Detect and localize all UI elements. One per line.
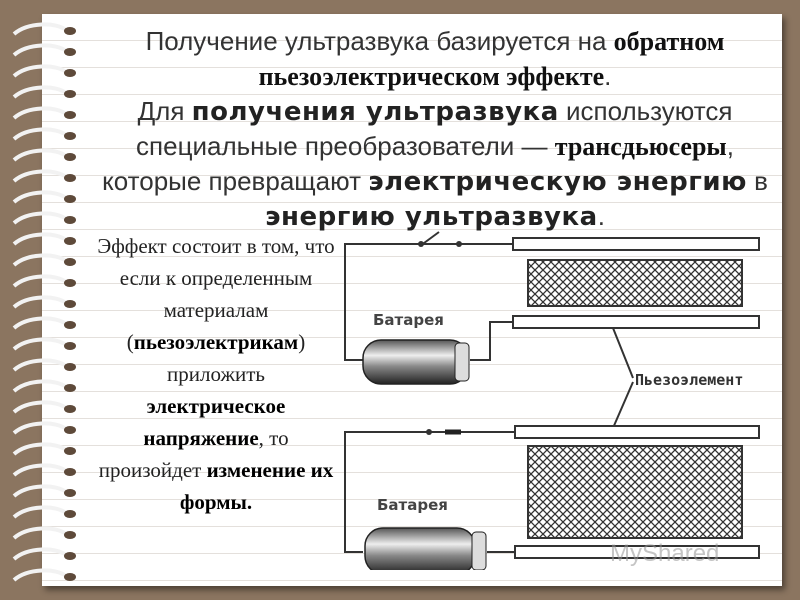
binding-hole — [64, 27, 76, 35]
top-circuit: Батарея — [344, 231, 760, 385]
battery-terminal — [471, 531, 487, 570]
binding-hole — [64, 510, 76, 518]
switch-contact — [418, 241, 424, 247]
binding-ring — [12, 505, 68, 519]
binding-hole — [64, 321, 76, 329]
piezo-diagram: Батарея Пьезоэлемент Батарея — [344, 231, 760, 570]
binding-hole — [64, 258, 76, 266]
binding-ring — [12, 358, 68, 372]
binding-hole — [64, 216, 76, 224]
piezo-crystal-expanded — [527, 445, 743, 539]
binding-ring — [12, 442, 68, 456]
title-bold: пьезоэлектрическом эффекте — [258, 62, 605, 91]
title-text: . — [597, 201, 605, 231]
binding-ring — [12, 484, 68, 498]
piezo-element-label: Пьезоэлемент — [635, 371, 743, 389]
desc-bold: изменение их формы. — [179, 458, 334, 514]
binding-hole — [64, 363, 76, 371]
binding-ring — [12, 400, 68, 414]
binding-ring — [12, 64, 68, 78]
desc-text: , то произойдет — [98, 426, 289, 482]
electrode-plate — [512, 237, 760, 251]
binding-hole — [64, 300, 76, 308]
binding-hole — [64, 426, 76, 434]
binding-hole — [64, 531, 76, 539]
title-text: специальные преобразователи — — [136, 131, 555, 161]
electrode-plate — [514, 545, 760, 559]
title-text: . — [604, 61, 612, 91]
title-text: , — [726, 131, 734, 161]
binding-ring — [12, 127, 68, 141]
title-bold: получения ультразвука — [191, 97, 559, 127]
binding-ring — [12, 337, 68, 351]
binding-ring — [12, 190, 68, 204]
switch-contact — [426, 429, 432, 435]
desc-bold: электрическое напряжение — [143, 394, 286, 450]
desc-bold: пьезоэлектрикам — [133, 330, 299, 354]
binding-ring — [12, 274, 68, 288]
desc-text: ) приложить — [167, 330, 306, 386]
switch-contact — [456, 241, 462, 247]
binding-ring — [12, 22, 68, 36]
battery-label: Батарея — [377, 496, 448, 514]
battery-terminal — [454, 342, 470, 382]
binding-ring — [12, 211, 68, 225]
binding-hole — [64, 132, 76, 140]
electrode-plate — [514, 425, 760, 439]
binding-hole — [64, 279, 76, 287]
binding-ring — [12, 316, 68, 330]
binding-ring — [12, 148, 68, 162]
title-bold: обратном — [613, 27, 725, 56]
binding-ring — [12, 295, 68, 309]
binding-hole — [64, 237, 76, 245]
bottom-circuit: Батарея — [344, 425, 760, 570]
binding-hole — [64, 48, 76, 56]
binding-hole — [64, 111, 76, 119]
title-text: в — [746, 166, 768, 196]
binding-ring — [12, 568, 68, 582]
binding-ring — [12, 253, 68, 267]
binding-ring — [12, 85, 68, 99]
binding-ring — [12, 169, 68, 183]
binding-hole — [64, 384, 76, 392]
binding-hole — [64, 195, 76, 203]
binding-hole — [64, 468, 76, 476]
binding-ring — [12, 232, 68, 246]
label-pointer — [612, 327, 634, 429]
binding-hole — [64, 552, 76, 560]
binding-hole — [64, 174, 76, 182]
slide-title: Получение ультразвука базируется на обра… — [90, 24, 780, 234]
effect-description: Эффект состоит в том, что если к определ… — [96, 230, 336, 518]
title-bold: электрическую энергию — [368, 167, 747, 197]
binding-ring — [12, 43, 68, 57]
title-text: которые превращают — [102, 166, 369, 196]
piezo-crystal — [527, 259, 743, 307]
desc-text: Эффект состоит в том, что если к определ… — [97, 234, 335, 354]
spiral-binding — [12, 22, 76, 582]
binding-ring — [12, 526, 68, 540]
binding-hole — [64, 447, 76, 455]
binding-hole — [64, 342, 76, 350]
binding-hole — [64, 153, 76, 161]
binding-ring — [12, 106, 68, 120]
battery-label: Батарея — [373, 311, 444, 329]
electrode-plate — [512, 315, 760, 329]
binding-hole — [64, 489, 76, 497]
watermark-logo: MyShared — [610, 540, 720, 567]
title-bold: трансдьюсеры — [554, 132, 727, 161]
binding-ring — [12, 547, 68, 561]
battery-icon — [364, 527, 476, 570]
binding-ring — [12, 463, 68, 477]
binding-hole — [64, 405, 76, 413]
title-text: Получение ультразвука базируется на — [145, 26, 614, 56]
binding-hole — [64, 69, 76, 77]
title-bold: энергию ультразвука — [265, 202, 598, 232]
binding-ring — [12, 421, 68, 435]
battery-icon — [362, 339, 469, 385]
binding-ring — [12, 379, 68, 393]
title-text: Для — [137, 96, 192, 126]
binding-hole — [64, 90, 76, 98]
title-text: используются — [558, 96, 733, 126]
binding-hole — [64, 573, 76, 581]
